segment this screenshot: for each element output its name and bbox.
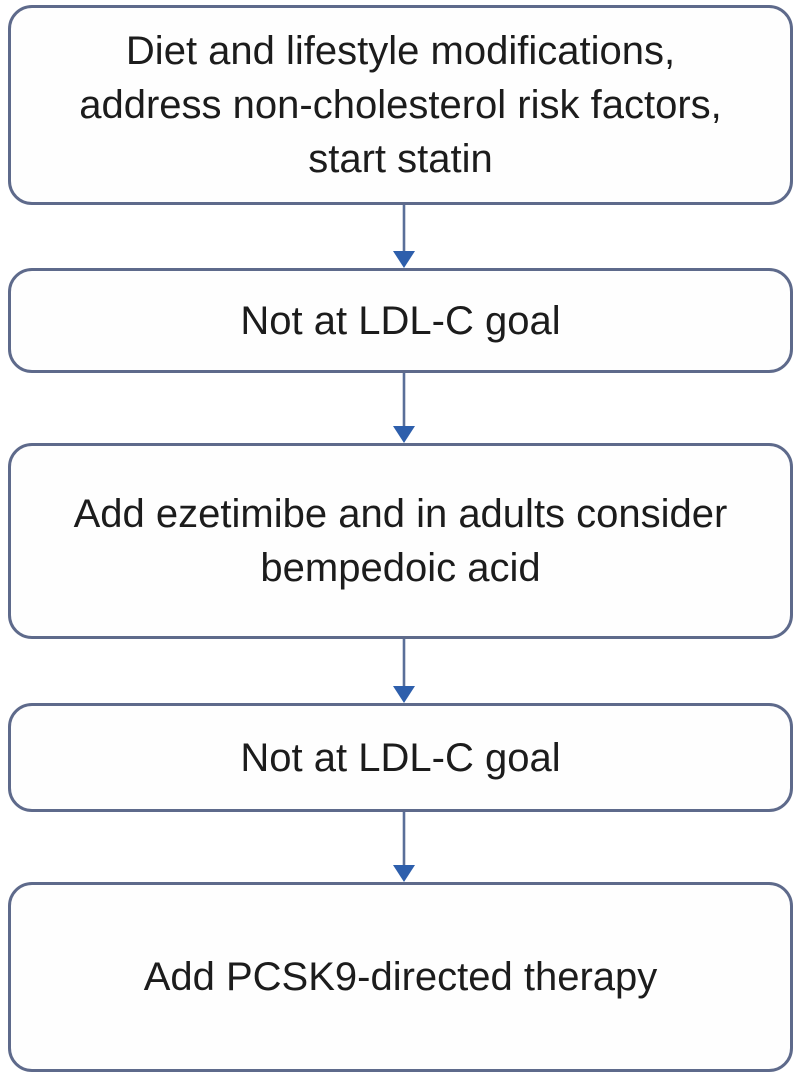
node-not-at-ldlc-goal-2: Not at LDL-C goal bbox=[8, 703, 793, 812]
node-add-ezetimibe-bempedoic: Add ezetimibe and in adults consider bem… bbox=[8, 443, 793, 639]
down-arrow-icon bbox=[393, 205, 415, 268]
node-add-pcsk9-therapy: Add PCSK9-directed therapy bbox=[8, 882, 793, 1072]
node-text-line: Not at LDL-C goal bbox=[240, 735, 561, 780]
node-text-line: Not at LDL-C goal bbox=[240, 298, 561, 343]
down-arrow-icon bbox=[393, 373, 415, 443]
node-text-line: start statin bbox=[308, 137, 493, 181]
node-not-at-ldlc-goal-1: Not at LDL-C goal bbox=[8, 268, 793, 373]
down-arrow-icon bbox=[393, 639, 415, 703]
node-text-line: bempedoic acid bbox=[260, 546, 541, 590]
node-text-line: Diet and lifestyle modifications, bbox=[125, 29, 676, 73]
node-diet-lifestyle-statin: Diet and lifestyle modifications, addres… bbox=[8, 5, 793, 205]
node-text-line: Add ezetimibe and in adults consider bbox=[73, 492, 728, 536]
node-text-line: address non-cholesterol risk factors, bbox=[79, 83, 722, 127]
down-arrow-icon bbox=[393, 812, 415, 882]
node-text-line: Add PCSK9-directed therapy bbox=[143, 955, 658, 999]
